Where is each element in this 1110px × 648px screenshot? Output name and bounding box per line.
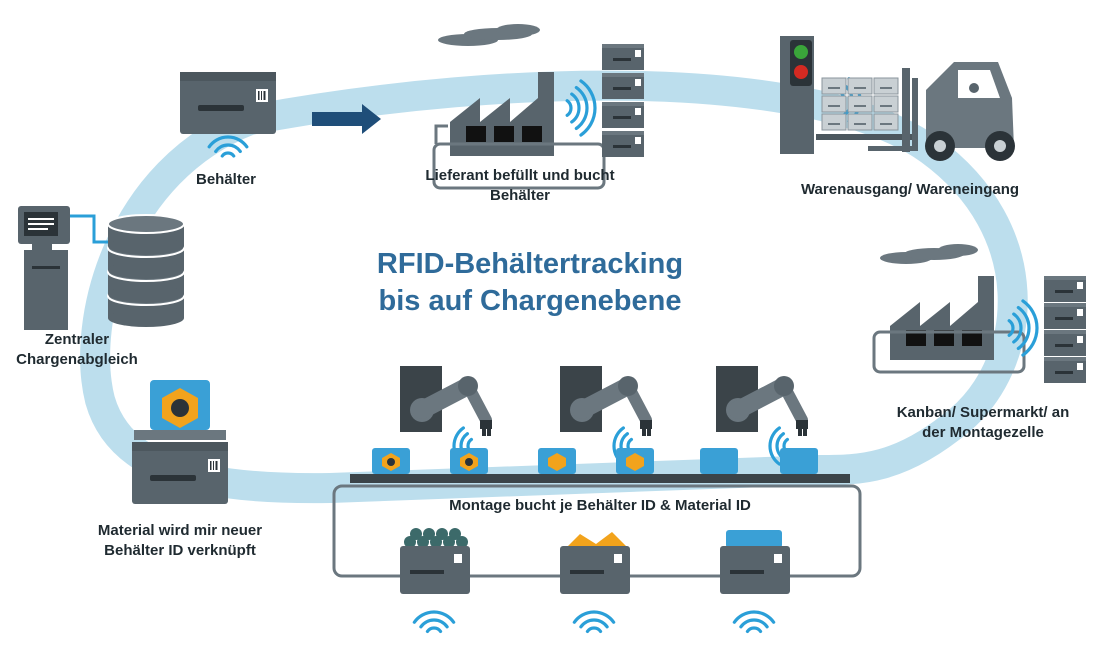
container-icon-bin-3 [720,530,790,594]
robot-arm-icon-1 [400,366,492,436]
forklift-icon [868,62,1015,161]
cloud-k-2 [938,244,978,256]
part-icon-4 [616,448,654,474]
container-icon-behaelter [180,72,276,134]
part-icon-1 [372,448,410,474]
part-icon-3 [538,448,576,474]
container-icon-material [132,380,228,504]
rfid-signal-icon-bin-3 [732,610,776,634]
label-zentral-line1: Zentraler [44,331,110,348]
label-lieferant-line1: Lieferant befüllt und bucht [425,167,615,184]
rfid-signal-icon-kanban [1007,299,1039,357]
conveyor-belt [350,474,850,483]
conveyor-lieferant [432,142,606,190]
robot-arm-icon-3 [716,366,808,436]
factory-icon-kanban [872,276,1026,374]
part-icon-6 [780,448,818,474]
database-icon [107,214,185,327]
traffic-light-icon [780,36,814,154]
label-material-line1: Material wird mir neuer [97,522,263,539]
label-kanban-line1: Kanban/ Supermarkt/ an [896,404,1070,421]
diagram-title-line2: bis auf Chargenebene [378,285,682,317]
rfid-signal-icon-lieferant [565,79,597,137]
cloud-2 [496,24,540,36]
process-loop [80,70,1028,504]
computer-icon [18,206,70,330]
rfid-signal-icon-behaelter [207,135,249,158]
rfid-signal-icon-bin-1 [412,610,456,634]
diagram-title-line1: RFID-Behältertracking [376,248,684,280]
label-material-line2: Behälter ID verknüpft [104,542,256,559]
label-lieferant-line2: Behälter [489,187,551,204]
arrow-right-icon-main [312,104,381,134]
robot-arm-icon-2 [560,366,652,436]
pallet-stack [816,77,912,140]
container-icon-bin-1 [400,528,470,594]
label-zentral-line2: Chargenabgleich [16,351,138,368]
part-icon-5 [700,448,738,474]
container-stack-kanban [1044,276,1086,383]
connector-line [70,214,108,244]
label-warenausgang: Warenausgang/ Wareneingang [800,181,1020,198]
label-behaelter: Behälter [195,171,257,188]
part-icon-2 [450,448,488,474]
container-icon-bin-2 [560,532,630,594]
label-montage: Montage bucht je Behälter ID & Material … [449,497,751,514]
rfid-signal-icon-bin-2 [572,610,616,634]
factory-icon-lieferant [434,72,554,156]
label-kanban-line2: der Montagezelle [922,424,1044,441]
